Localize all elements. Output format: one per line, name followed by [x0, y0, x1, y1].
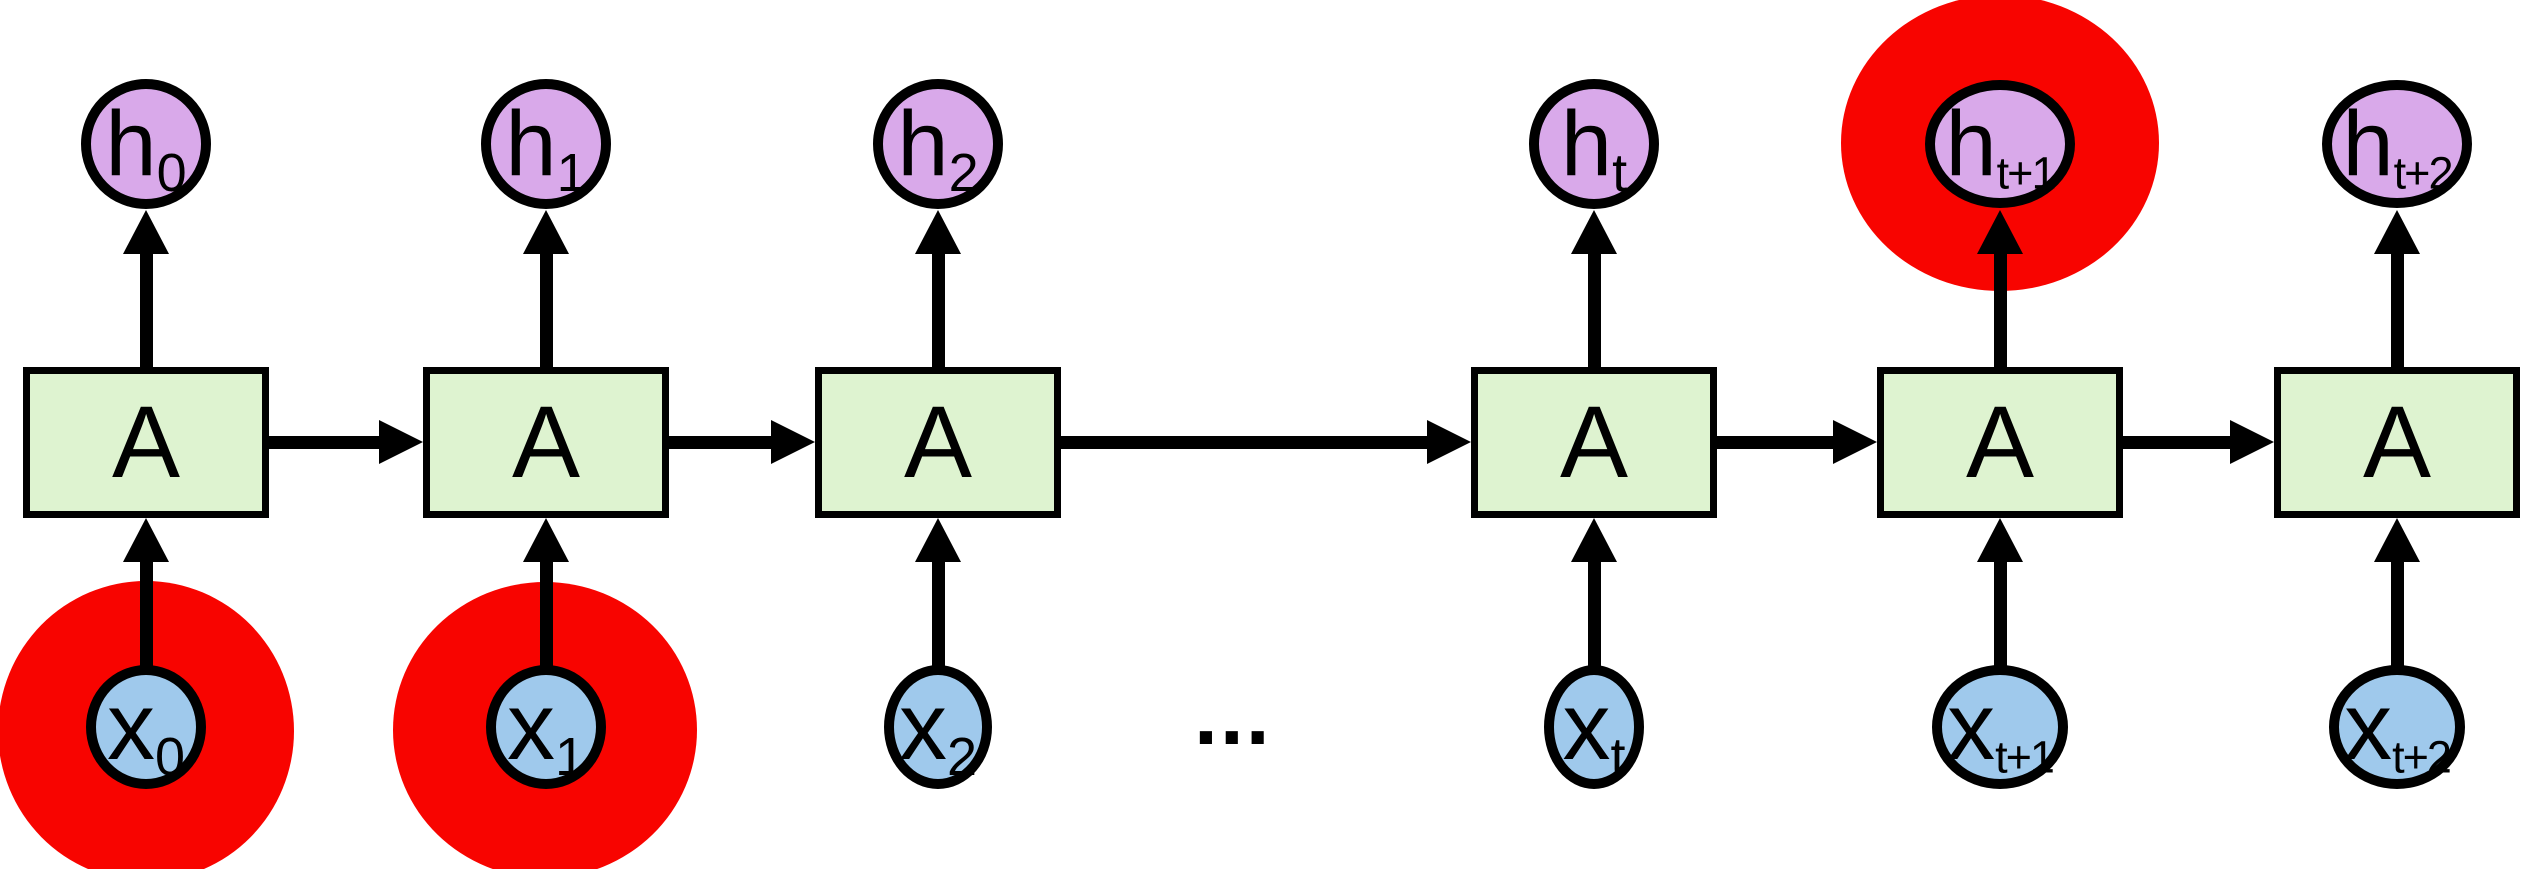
arrow-shaft [540, 552, 553, 668]
node-label: h [2342, 93, 2394, 195]
cell-label: A [1965, 385, 2035, 499]
arrow-shaft [1994, 552, 2007, 668]
arrow-up-icon [1977, 518, 2023, 562]
node-subscript: t+2 [2392, 731, 2452, 783]
arrow-up-icon [523, 518, 569, 562]
arrow-shaft [1061, 436, 1431, 449]
arrow-right-icon [379, 420, 423, 464]
cell-box-3: A [1471, 367, 1717, 518]
arrow-up-icon [123, 518, 169, 562]
node-label: x [106, 673, 155, 780]
arrow-shaft [932, 250, 945, 368]
cell-label: A [2362, 385, 2432, 499]
arrow-right-icon [1427, 420, 1471, 464]
cell-label: A [903, 385, 973, 499]
node-label: x [898, 673, 947, 780]
arrow-shaft [2391, 250, 2404, 368]
arrow-up-icon [1571, 518, 1617, 562]
arrow-shaft [1717, 436, 1837, 449]
node-label: x [2344, 673, 2393, 780]
arrow-up-icon [123, 210, 169, 254]
node-label: h [505, 93, 557, 195]
node-label: x [1947, 673, 1996, 780]
arrow-up-icon [2374, 210, 2420, 254]
node-subscript: t+1 [1996, 147, 2057, 199]
node-subscript: t [1612, 143, 1628, 204]
arrow-right-icon [771, 420, 815, 464]
arrow-shaft [540, 250, 553, 368]
arrow-shaft [2391, 552, 2404, 668]
node-subscript: 2 [946, 727, 978, 788]
node-label: x [1562, 673, 1611, 780]
arrow-up-icon [523, 210, 569, 254]
node-label: x [506, 673, 555, 780]
arrow-shaft [1588, 552, 1601, 668]
arrow-shaft [1588, 250, 1601, 368]
node-label: h [105, 93, 157, 195]
node-subscript: 1 [554, 727, 586, 788]
arrow-up-icon [1977, 210, 2023, 254]
node-label: h [897, 93, 949, 195]
arrow-shaft [269, 436, 383, 449]
arrow-up-icon [2374, 518, 2420, 562]
cell-box-1: A [423, 367, 669, 518]
node-subscript: 1 [556, 143, 587, 204]
node-label: h [1560, 93, 1613, 195]
node-subscript: 0 [156, 143, 187, 204]
arrow-up-icon [915, 210, 961, 254]
cell-box-5: A [2274, 367, 2520, 518]
arrow-shaft [140, 250, 153, 368]
arrow-shaft [140, 552, 153, 668]
cell-label: A [1559, 385, 1629, 499]
cell-label: A [111, 385, 181, 499]
node-subscript: 0 [154, 727, 186, 788]
arrow-up-icon [1571, 210, 1617, 254]
ellipsis: ... [1194, 667, 1272, 763]
node-subscript: t [1610, 727, 1626, 788]
node-subscript: 2 [948, 143, 979, 204]
cell-box-2: A [815, 367, 1061, 518]
arrow-shaft [1994, 250, 2007, 368]
node-subscript: t+2 [2393, 147, 2454, 199]
arrow-up-icon [915, 518, 961, 562]
node-label: h [1945, 93, 1997, 195]
cell-label: A [511, 385, 581, 499]
node-subscript: t+1 [1995, 731, 2055, 783]
arrow-shaft [669, 436, 775, 449]
arrow-right-icon [1833, 420, 1877, 464]
arrow-shaft [932, 552, 945, 668]
arrow-shaft [2123, 436, 2234, 449]
cell-box-0: A [23, 367, 269, 518]
cell-box-4: A [1877, 367, 2123, 518]
arrow-right-icon [2230, 420, 2274, 464]
